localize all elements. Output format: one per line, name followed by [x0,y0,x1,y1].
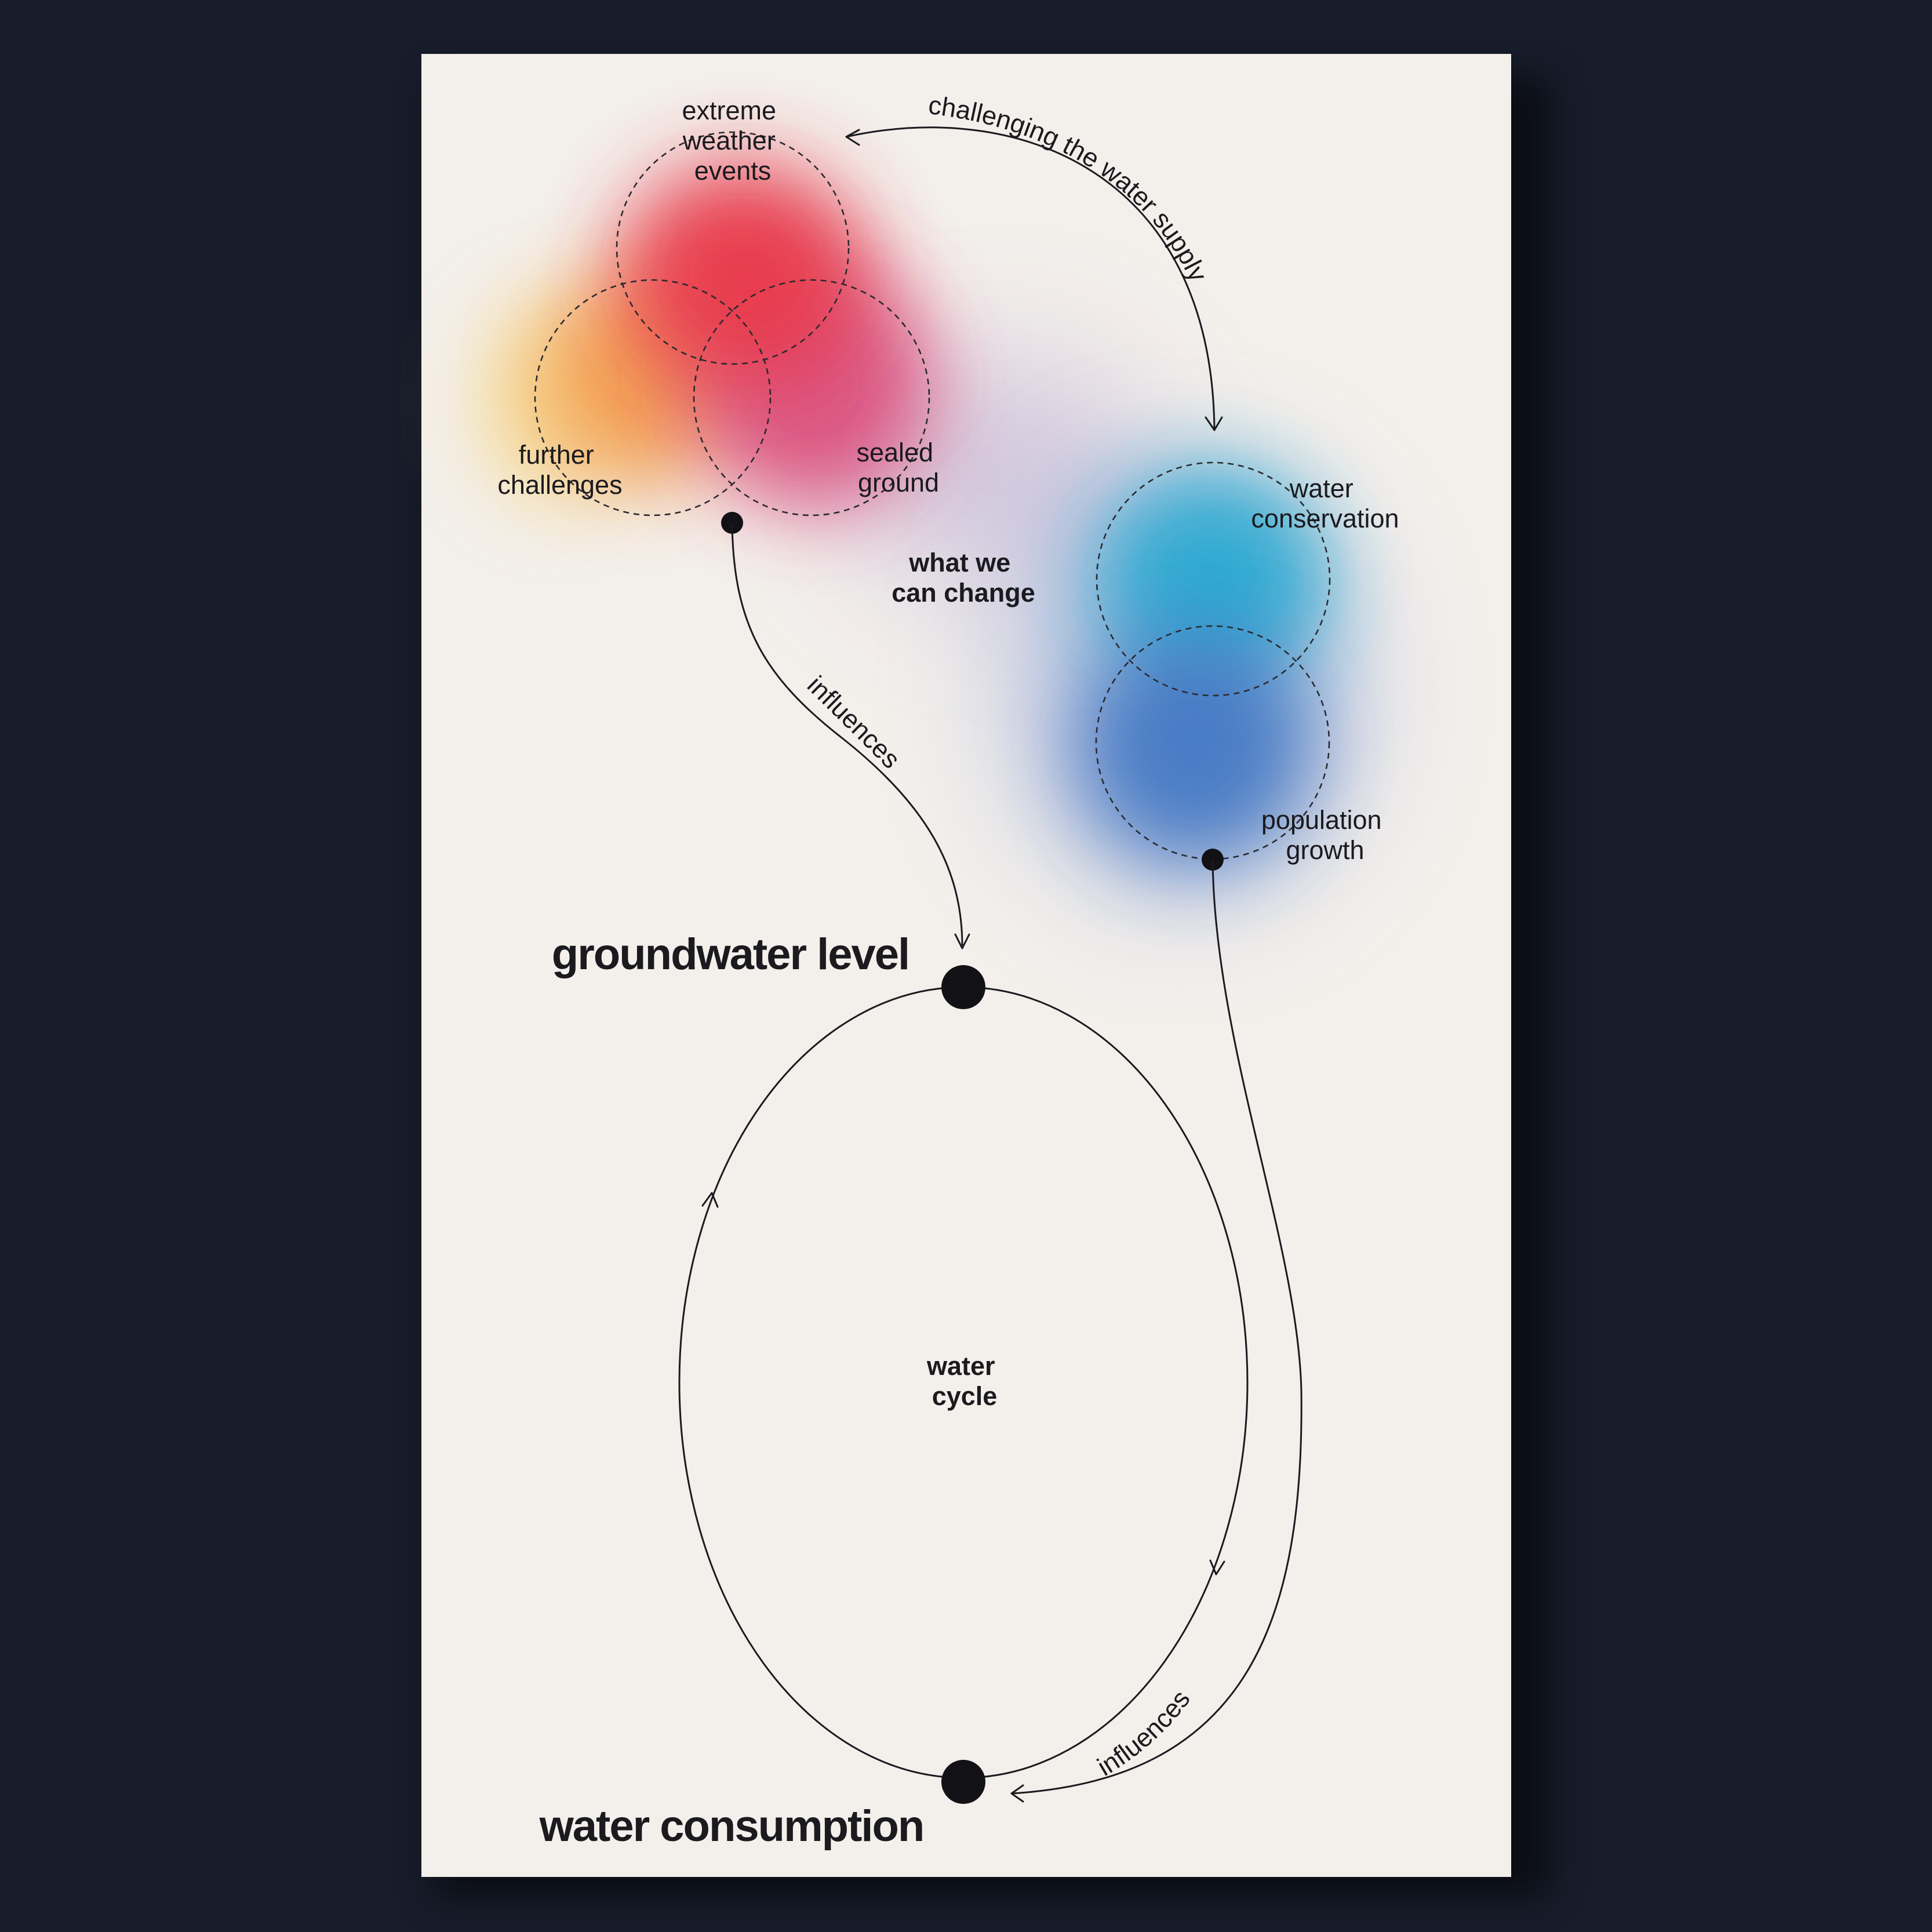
cycle-arrowhead-up [701,1192,719,1208]
red-glow [620,162,864,383]
venn-circle-further-challenges [534,279,772,516]
label-water-consumption: water consumption [539,1802,924,1851]
cycle-arrowhead-down [1209,1559,1225,1576]
influence-curve-left [731,522,963,947]
influence-curve-right [1011,859,1302,1795]
venn-circle-sealed-ground [693,279,930,516]
venn-circle-extreme-weather [616,131,850,365]
cyan-glow [1096,470,1327,690]
influence-curve-right-arrowhead [1010,1784,1024,1803]
influence-curve-left-arrowhead [954,933,970,949]
label-what-we-can-change: what we can change [892,548,1035,607]
venn-circle-water-conservation [1096,461,1331,697]
groundwater-level-node [941,965,985,1009]
supply-arc-arrowhead-end [1205,416,1223,431]
label-water-conservation: water conservation [1251,474,1399,533]
color-glow-layer [481,162,1356,893]
label-further-challenges: further challenges [497,440,622,500]
supply-arc-arrowhead-start [845,129,860,146]
supply-arc [846,126,1216,430]
label-population-growth: population growth [1261,805,1389,865]
blue-glow [1078,632,1310,864]
label-sealed-ground: sealed ground [856,438,940,497]
water-consumption-node [941,1760,985,1804]
label-extreme-weather: extreme weather events [682,96,783,185]
label-groundwater-level: groundwater level [552,930,909,979]
label-water-cycle: water cycle [926,1351,1002,1411]
